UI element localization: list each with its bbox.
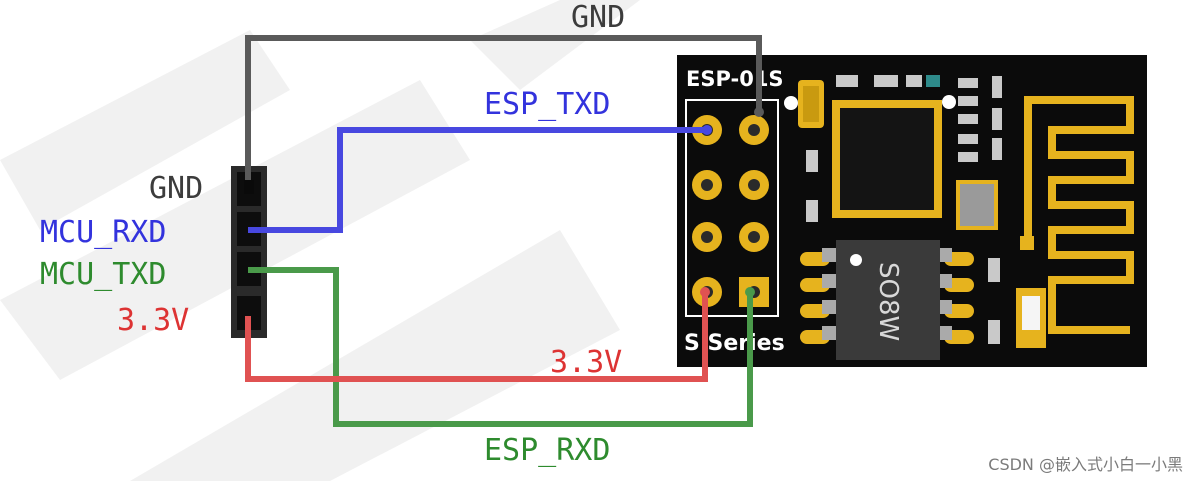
pin-mcu-rxd-label: MCU_RXD [40,215,167,250]
esp-txd-label: ESP_TXD [484,87,611,122]
wire-3v3 [245,292,708,382]
wire-gnd [245,35,762,180]
esp01s-board: SO8W ESP-01S S Series [677,55,1147,367]
pin-mcu-txd-label: MCU_TXD [40,257,167,292]
v33-wire-label: 3.3V [550,345,623,380]
pin-3v3-label: 3.3V [117,303,190,338]
wire-esp-rxd [248,267,753,427]
pcb-antenna [1024,96,1134,334]
watermark-text: CSDN @嵌入式小白一小黑 [988,455,1183,474]
esp-rxd-label: ESP_RXD [484,433,611,468]
module-series-label: S Series [684,331,785,356]
gnd-wire-label: GND [571,0,626,35]
mcu-connector [231,166,267,338]
module-name-label: ESP-01S [686,67,784,91]
flash-chip-label: SO8W [873,262,903,341]
pcb-flash-chip: SO8W [800,240,974,360]
pcb-smd-parts [806,75,1002,344]
wire-esp-txd [248,127,707,233]
pin-gnd-label: GND [149,171,204,206]
pin-frame [685,99,779,317]
pcb-oscillator [960,184,994,226]
pcb-main-chip [832,100,942,218]
